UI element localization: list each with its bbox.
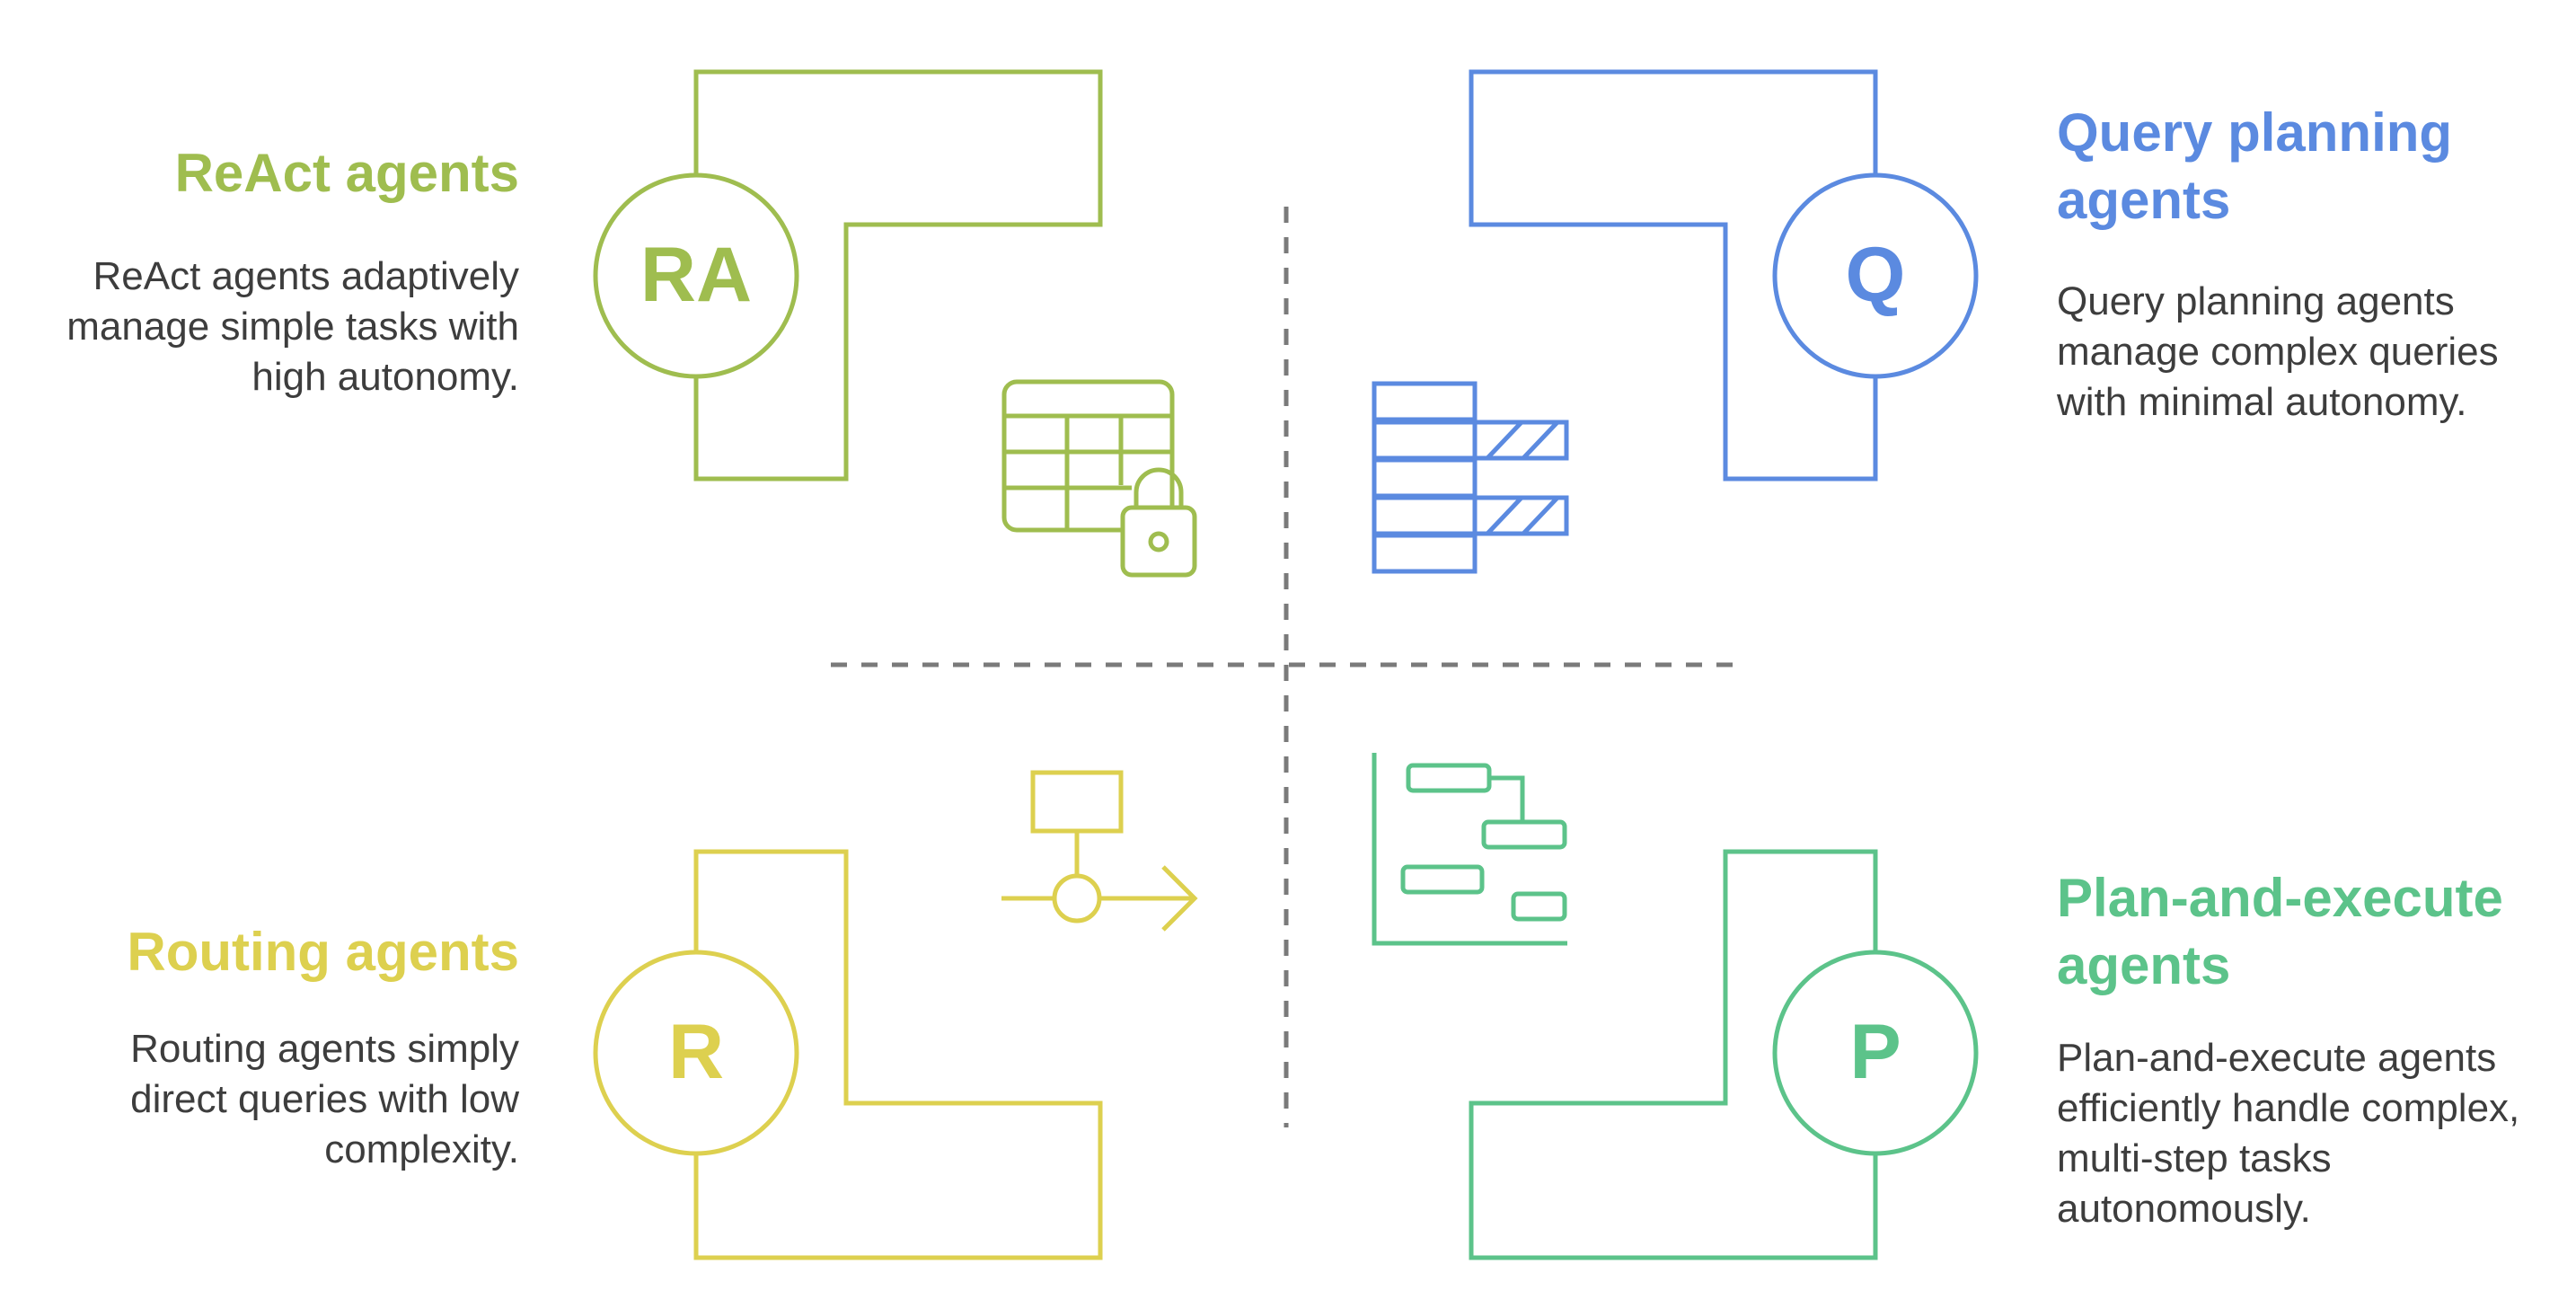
plan-frame xyxy=(1469,849,1878,1260)
query-description: Query planning agents manage complex que… xyxy=(2057,279,2499,424)
plan-badge-circle xyxy=(1772,950,1979,1156)
routing-flow-icon xyxy=(1001,770,1198,932)
query-badge-circle xyxy=(1772,172,1979,379)
partial-bars-icon xyxy=(1372,381,1569,574)
plan-badge-label: P xyxy=(1849,1009,1901,1095)
query-frame xyxy=(1469,69,1878,482)
query-quadrant: Q xyxy=(1372,69,1979,574)
plan-description: Plan-and-execute agents efficiently hand… xyxy=(2057,1036,2520,1231)
plan-quadrant: P xyxy=(1372,753,1979,1260)
query-badge-label: Q xyxy=(1846,232,1906,318)
react-badge-circle xyxy=(593,172,799,379)
react-badge-label: RA xyxy=(640,232,752,318)
routing-quadrant: R xyxy=(593,770,1198,1260)
routing-title: Routing agents xyxy=(127,922,519,982)
react-title: ReAct agents xyxy=(174,143,519,203)
routing-frame xyxy=(693,849,1103,1260)
routing-badge-circle xyxy=(593,950,799,1156)
plan-title: Plan-and-execute agents xyxy=(2057,868,2503,995)
routing-badge-label: R xyxy=(668,1009,724,1095)
react-description: ReAct agents adaptively manage simple ta… xyxy=(66,254,519,399)
react-quadrant: RA xyxy=(593,69,1197,578)
query-title: Query planning agents xyxy=(2057,102,2453,230)
gantt-chart-icon xyxy=(1372,753,1567,946)
react-frame xyxy=(693,69,1103,482)
locked-table-icon xyxy=(1001,379,1197,578)
routing-description: Routing agents simply direct queries wit… xyxy=(130,1027,519,1171)
